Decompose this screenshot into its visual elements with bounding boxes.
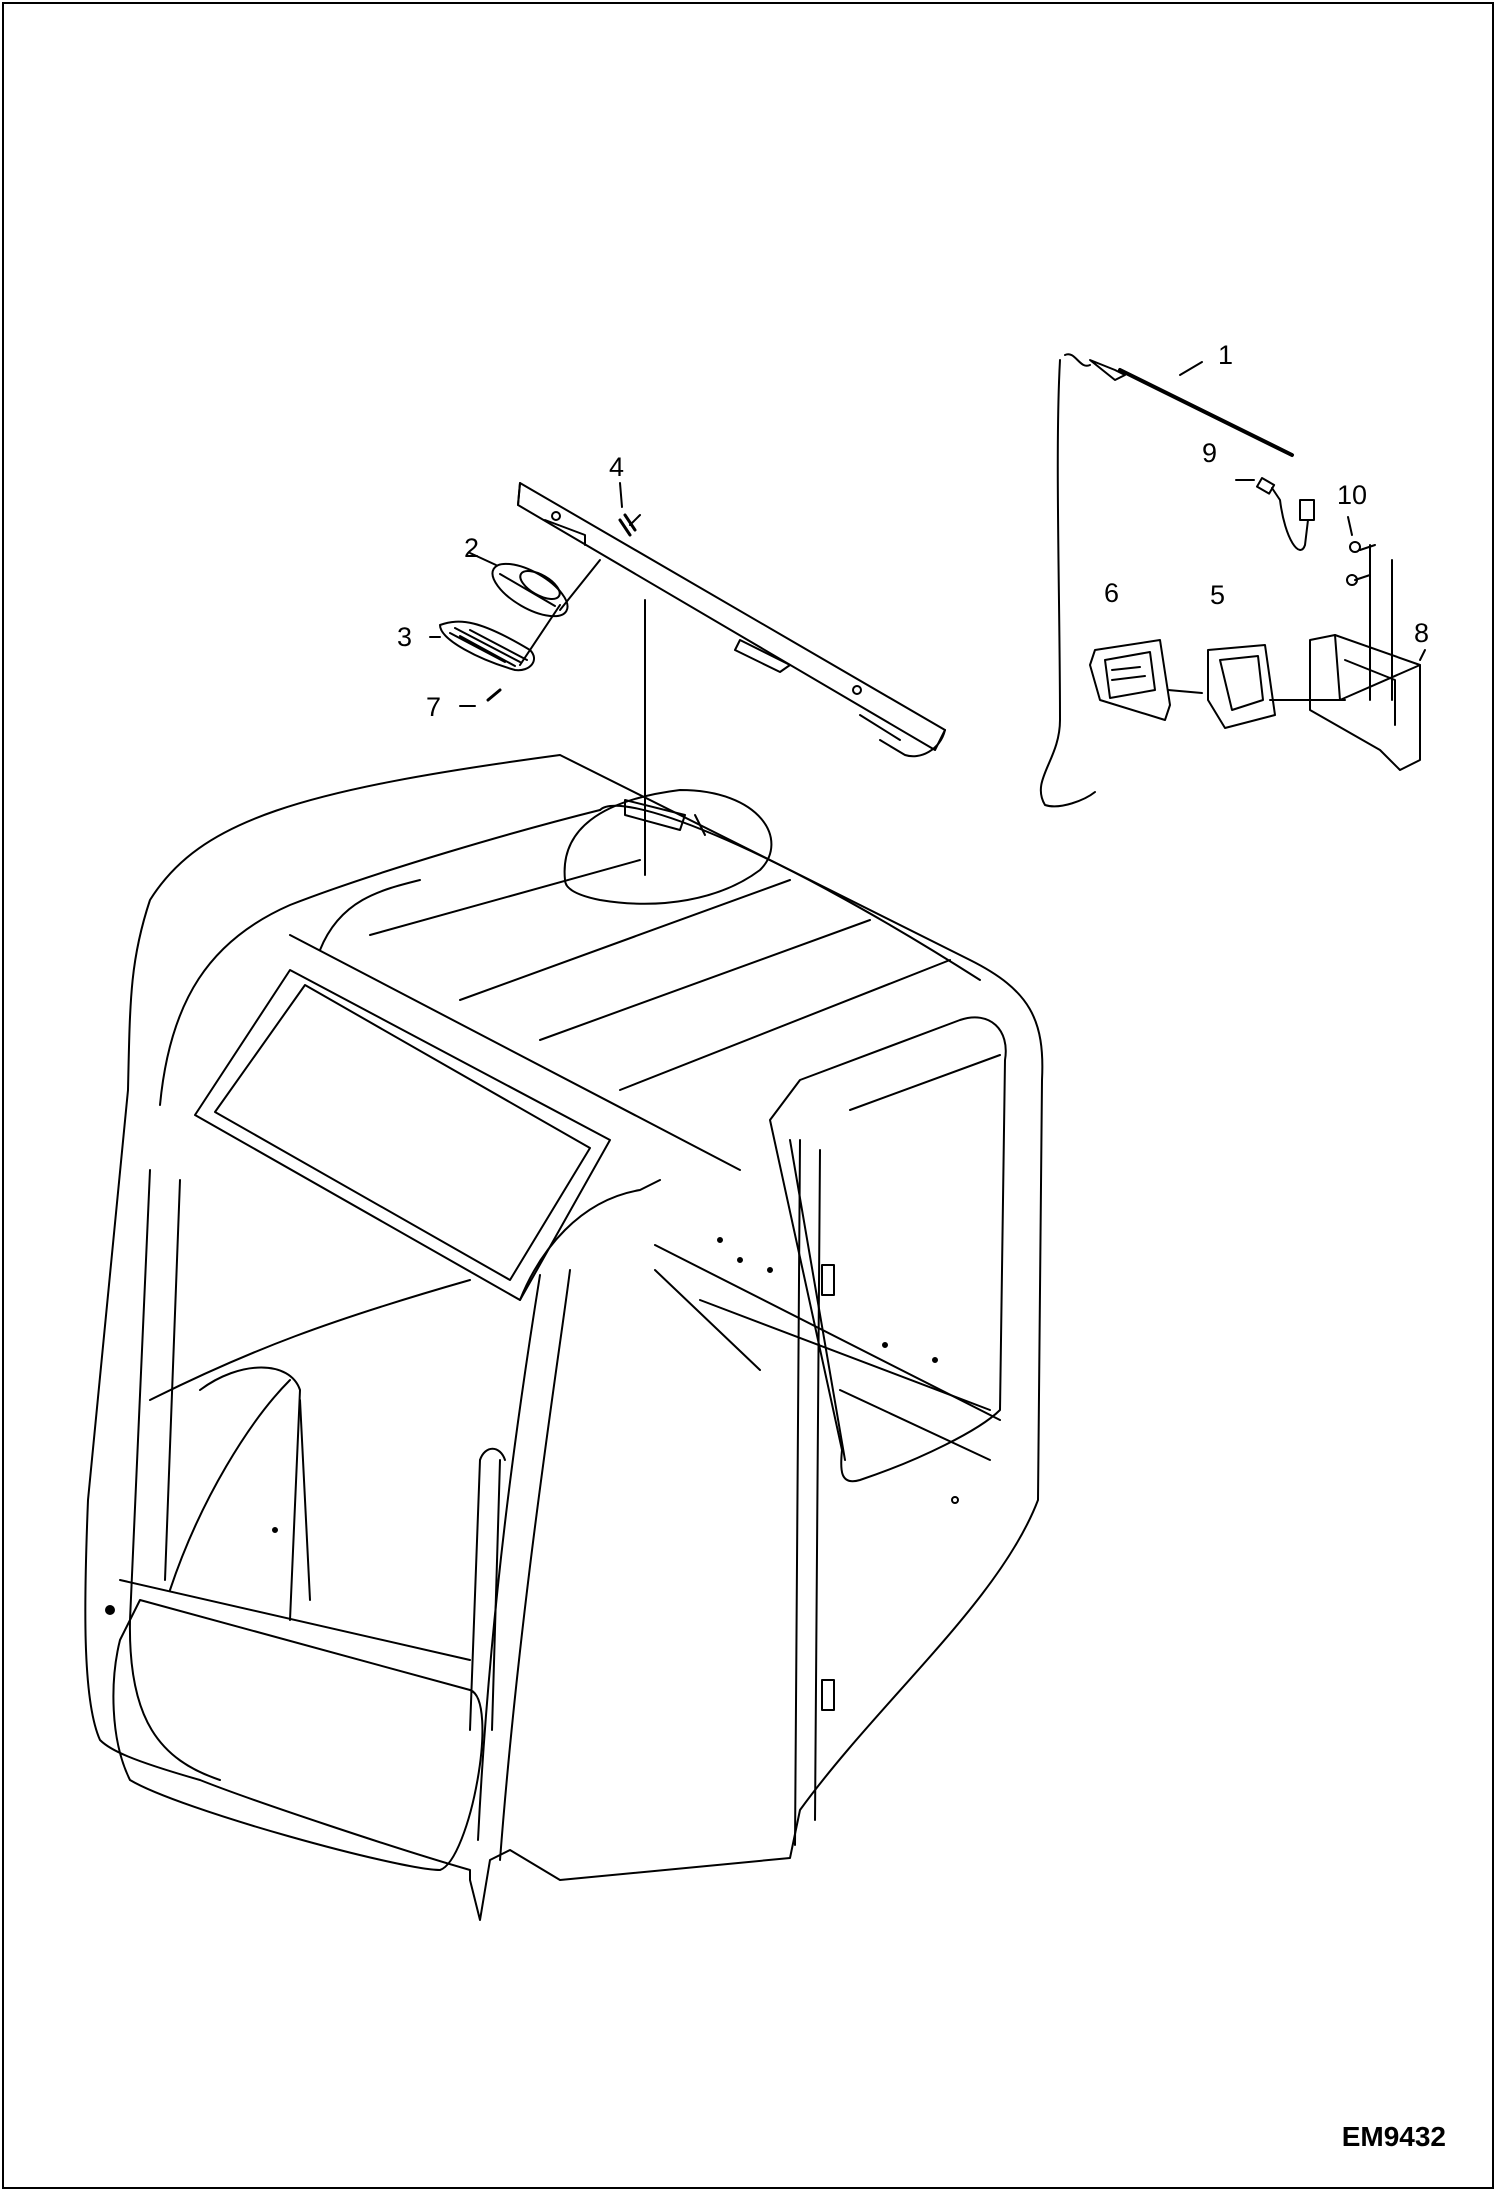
radio-illustration — [1089, 639, 1203, 721]
callout-9: 9 — [1202, 438, 1218, 468]
antenna-illustration — [1039, 353, 1294, 808]
cab-illustration — [84, 754, 1044, 1921]
cable-illustration — [1235, 477, 1315, 551]
grille-illustration — [429, 604, 561, 672]
callout-10: 10 — [1337, 480, 1368, 510]
callout-6: 6 — [1104, 578, 1120, 608]
callout-5: 5 — [1210, 580, 1226, 610]
callout-8: 8 — [1414, 618, 1430, 648]
callout-3: 3 — [397, 622, 413, 652]
speaker-illustration — [469, 552, 601, 618]
screw-illustration — [459, 688, 502, 707]
speaker-panel-illustration — [517, 482, 946, 876]
callout-4: 4 — [609, 452, 625, 482]
callout-7: 7 — [426, 692, 442, 722]
figure-code: EM9432 — [1341, 2121, 1446, 2152]
radio-mount-illustration — [1309, 516, 1426, 771]
callout-2: 2 — [464, 533, 480, 563]
callout-1: 1 — [1218, 340, 1234, 370]
radio-bezel-illustration — [1207, 644, 1346, 729]
